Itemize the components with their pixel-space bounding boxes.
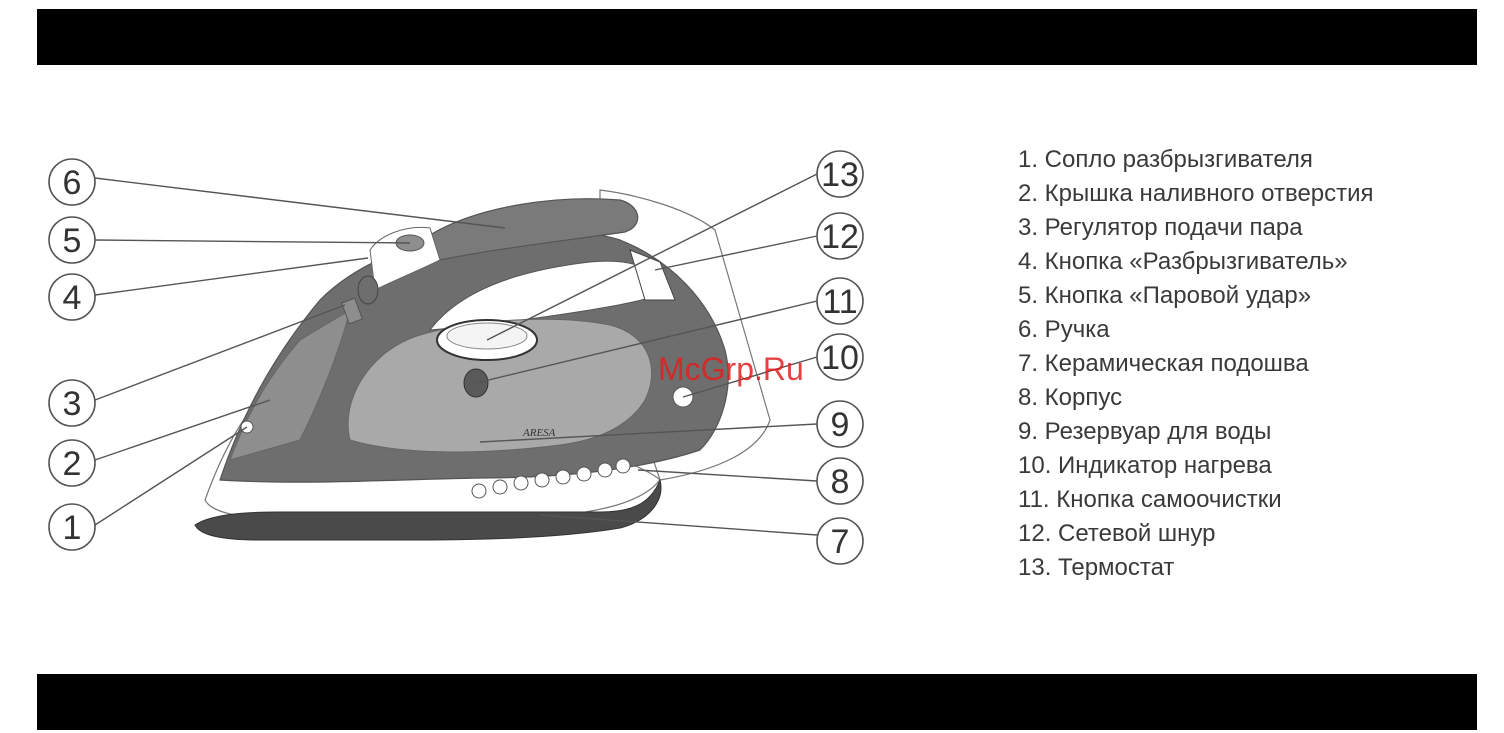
callout-5-label: 5 <box>63 222 82 260</box>
callout-6: 6 <box>48 158 96 206</box>
leader-5 <box>94 239 411 244</box>
legend-item: 8. Корпус <box>1018 384 1123 411</box>
legend-item: 11. Кнопка самоочистки <box>1018 486 1282 513</box>
leader-11 <box>475 300 818 384</box>
callout-1-label: 1 <box>63 509 82 547</box>
top-black-bar <box>37 9 1477 65</box>
callout-8: 8 <box>816 457 864 505</box>
leader-3 <box>94 304 346 401</box>
watermark-text: McGrp.Ru <box>658 351 804 387</box>
callout-4: 4 <box>48 273 96 321</box>
iron-diagram: ARESA 6 5 4 3 2 1 <box>48 150 864 565</box>
legend-item: 10. Индикатор нагрева <box>1018 452 1272 479</box>
leader-4 <box>94 257 369 296</box>
callout-12-label: 12 <box>821 218 859 256</box>
leader-1 <box>94 426 248 526</box>
legend-item: 6. Ручка <box>1018 316 1110 343</box>
callout-3-label: 3 <box>63 385 82 423</box>
water-tank-shape <box>347 318 653 453</box>
callout-11-label: 11 <box>822 283 857 321</box>
bottom-black-bar <box>37 674 1477 730</box>
callout-9: 9 <box>816 400 864 448</box>
legend-item: 7. Керамическая подошва <box>1018 350 1309 377</box>
legend-item: 5. Кнопка «Паровой удар» <box>1018 282 1312 309</box>
callout-10: 10 <box>816 333 864 381</box>
callout-6-label: 6 <box>63 164 82 202</box>
callout-5: 5 <box>48 216 96 264</box>
legend-item: 3. Регулятор подачи пара <box>1018 214 1303 241</box>
callout-13: 13 <box>816 150 864 198</box>
callout-7: 7 <box>816 517 864 565</box>
callout-4-label: 4 <box>63 279 82 317</box>
leader-13 <box>486 173 818 341</box>
callout-2-label: 2 <box>63 445 82 483</box>
callout-9-label: 9 <box>831 406 850 444</box>
legend-item: 9. Резервуар для воды <box>1018 418 1272 445</box>
legend-item: 2. Крышка наливного отверстия <box>1018 180 1374 207</box>
callout-11: 11 <box>816 277 864 325</box>
legend-item: 4. Кнопка «Разбрызгиватель» <box>1018 248 1348 275</box>
leader-lines <box>94 173 818 536</box>
spray-button-shape <box>357 275 379 305</box>
brand-label: ARESA <box>522 427 556 439</box>
leader-10 <box>682 356 818 398</box>
callout-13-label: 13 <box>821 156 859 194</box>
leader-8 <box>637 469 818 482</box>
leader-12 <box>654 235 818 271</box>
leader-7 <box>539 514 818 536</box>
callout-2: 2 <box>48 439 96 487</box>
soleplate-shape <box>194 478 662 541</box>
parts-legend: 1. Сопло разбрызгивателя 2. Крышка налив… <box>1018 143 1374 585</box>
legend-item: 12. Сетевой шнур <box>1018 520 1216 547</box>
legend-item: 1. Сопло разбрызгивателя <box>1018 146 1313 173</box>
steam-regulator-shape <box>341 297 363 325</box>
leader-9 <box>479 423 818 443</box>
leader-2 <box>94 399 271 461</box>
callout-1: 1 <box>48 503 96 551</box>
leader-6 <box>94 177 506 229</box>
setting-icons-row <box>471 458 631 499</box>
callout-3: 3 <box>48 379 96 427</box>
legend-item: 13. Термостат <box>1018 554 1175 581</box>
callout-10-label: 10 <box>821 339 859 377</box>
callout-8-label: 8 <box>831 463 850 501</box>
handle <box>429 198 639 261</box>
thermostat-dial-inner <box>446 322 528 350</box>
callout-7-label: 7 <box>831 523 850 561</box>
callout-12: 12 <box>816 212 864 260</box>
